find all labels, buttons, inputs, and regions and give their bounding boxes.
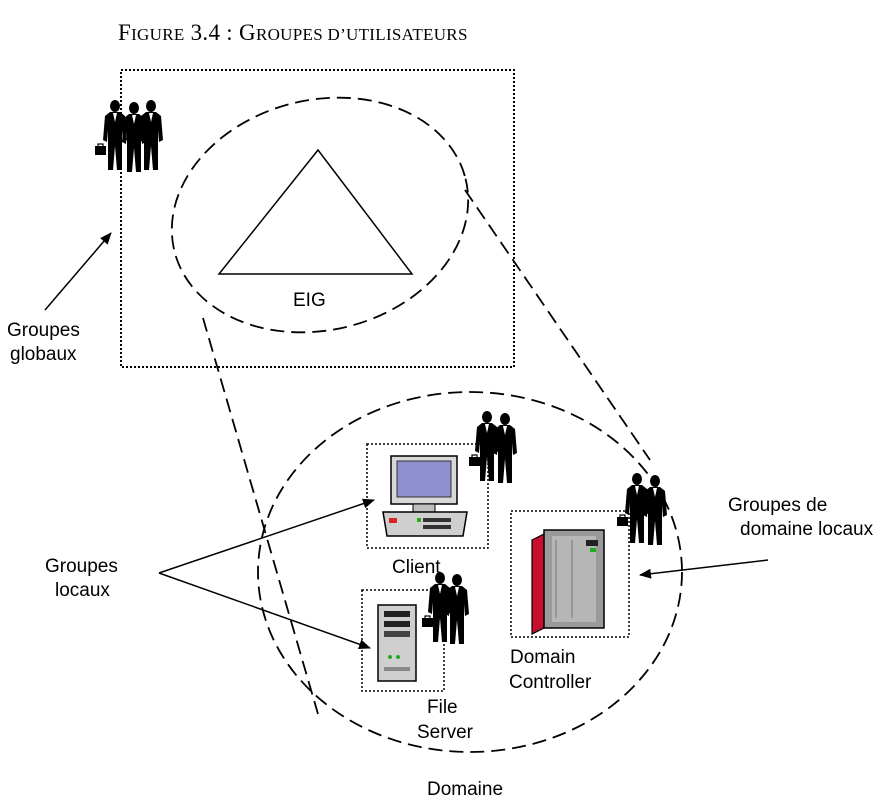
- local-groups-arrow-client: [158, 498, 375, 574]
- groupes-globaux-label-1: Groupes: [7, 320, 80, 341]
- global-groups-people-icon: [95, 100, 163, 172]
- groupes-locaux-label-2: locaux: [55, 580, 110, 601]
- client-label: Client: [392, 557, 441, 578]
- groupes-locaux-label-1: Groupes: [45, 556, 118, 577]
- expand-line-left: [202, 317, 319, 715]
- local-groups-arrow-fileserver: [158, 572, 371, 650]
- file-server-label-1: File: [427, 697, 458, 718]
- eig-triangle: [217, 148, 414, 275]
- client-people-icon: [468, 411, 517, 483]
- tower-server-icon: [377, 604, 417, 682]
- domain-controller-people-icon: [616, 473, 667, 545]
- figure-title: FIGURE 3.4 : GROUPES D’UTILISATEURS: [118, 20, 468, 45]
- domain-controller-label-1: Domain: [510, 647, 575, 668]
- groupes-domaine-label-2: domaine locaux: [740, 519, 874, 540]
- domain-controller-box: [510, 510, 630, 638]
- domain-controller-label-2: Controller: [509, 672, 592, 693]
- client-box: [366, 443, 489, 549]
- eig-label: EIG: [293, 290, 326, 311]
- file-server-label-2: Server: [417, 722, 474, 743]
- global-groups-box: [120, 69, 515, 368]
- desktop-computer-icon: [382, 455, 468, 537]
- eig-ellipse: [170, 96, 470, 334]
- domain-circle: [257, 391, 683, 753]
- domain-local-groups-arrow: [639, 559, 769, 579]
- rack-server-icon: [531, 529, 605, 635]
- groupes-domaine-label-1: Groupes de: [728, 495, 827, 516]
- domaine-label: Domaine: [427, 779, 503, 800]
- groupes-globaux-label-2: globaux: [10, 344, 77, 365]
- global-groups-arrow: [44, 232, 112, 311]
- file-server-people-icon: [421, 572, 469, 644]
- expand-line-right: [464, 189, 651, 461]
